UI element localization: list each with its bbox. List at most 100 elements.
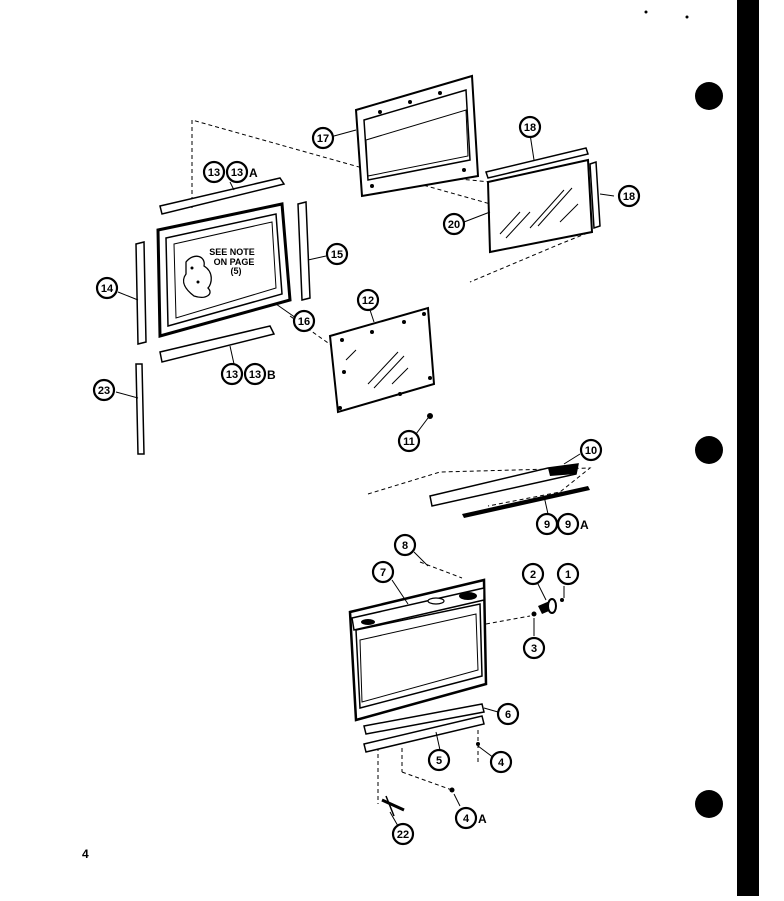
callout-4a xyxy=(454,806,478,830)
speck xyxy=(644,10,648,14)
callout-14 xyxy=(95,276,119,300)
callout-13-b-left-text: 13 xyxy=(226,369,238,381)
callout-15 xyxy=(325,242,349,266)
leader-7 xyxy=(391,579,409,605)
part-14-side-strip xyxy=(135,241,147,345)
callout-20 xyxy=(442,212,466,236)
part-11-screw xyxy=(427,413,433,419)
callout-4 xyxy=(489,750,513,774)
leader-23 xyxy=(115,391,139,399)
callout-18-side xyxy=(617,184,641,208)
callout-2 xyxy=(521,562,545,586)
leader-15 xyxy=(307,255,327,261)
callout-numbers: 17 18 18 20 13 13 15 14 16 12 13 13 23 1… xyxy=(98,122,635,841)
callout-18-side-text: 18 xyxy=(623,191,635,203)
leader-11 xyxy=(415,417,429,435)
leader-20 xyxy=(463,211,491,223)
leader-2 xyxy=(537,583,547,601)
part-3-washer xyxy=(531,611,537,617)
leader-8 xyxy=(413,551,429,567)
callout-4-text: 4 xyxy=(498,757,505,769)
alignment-lines xyxy=(191,119,592,804)
callout-5 xyxy=(427,748,451,772)
callout-9-left-text: 9 xyxy=(544,519,550,531)
part-18-side-strip xyxy=(589,160,601,230)
part-17-door-frame xyxy=(354,74,480,198)
page-number: 4 xyxy=(82,847,89,861)
callout-18-top-text: 18 xyxy=(524,122,536,134)
part-20-glass-panel xyxy=(486,158,594,254)
callout-22 xyxy=(391,822,415,846)
callout-12 xyxy=(356,288,380,312)
callout-9-right xyxy=(556,512,580,536)
speck xyxy=(685,15,689,19)
leader-14 xyxy=(117,291,139,301)
callout-11 xyxy=(397,429,421,453)
part-18-top-strip xyxy=(485,147,589,179)
callout-13-a-right xyxy=(225,160,249,184)
part-12-inner-glass xyxy=(328,306,436,414)
callout-13-a-left-text: 13 xyxy=(208,167,220,179)
callout-18-top xyxy=(518,115,542,139)
callout-8-text: 8 xyxy=(402,540,408,552)
callout-9-right-text: 9 xyxy=(565,519,571,531)
part-15-side-strip xyxy=(297,201,311,301)
callout-12-text: 12 xyxy=(362,295,374,307)
leader-18-side xyxy=(599,193,615,197)
leader-13a xyxy=(229,181,235,191)
part-1-pin xyxy=(560,598,564,602)
suffix-4a: A xyxy=(478,812,487,826)
leader-5 xyxy=(435,731,441,751)
callout-2-text: 2 xyxy=(530,569,536,581)
part-22-spring xyxy=(381,795,405,817)
callout-17 xyxy=(311,126,335,150)
suffix-9a: A xyxy=(580,518,589,532)
callouts xyxy=(92,115,641,846)
callout-13-b-right xyxy=(243,362,267,386)
callout-16-text: 16 xyxy=(298,316,310,328)
callout-14-text: 14 xyxy=(101,283,114,295)
callout-20-text: 20 xyxy=(448,219,460,231)
callout-5-text: 5 xyxy=(436,755,442,767)
callout-17-text: 17 xyxy=(317,133,329,145)
part-6-rail xyxy=(363,703,485,735)
callout-13-b-right-text: 13 xyxy=(249,369,261,381)
suffix-13a: A xyxy=(249,166,258,180)
leader-9a xyxy=(543,495,549,515)
binder-hole-top xyxy=(695,82,723,110)
callout-7-text: 7 xyxy=(380,567,386,579)
leader-4 xyxy=(477,745,495,759)
callout-23 xyxy=(92,378,116,402)
see-note-line-2: ON PAGE xyxy=(214,257,255,267)
part-10-handle xyxy=(429,463,579,507)
binder-hole-bottom xyxy=(695,790,723,818)
callout-1-text: 1 xyxy=(565,569,571,581)
see-note-line-1: SEE NOTE xyxy=(209,247,255,257)
part-16-door-panel xyxy=(156,202,292,338)
callout-11-text: 11 xyxy=(403,436,415,448)
part-23-rod xyxy=(135,363,145,455)
see-note-line-3: (5) xyxy=(231,266,242,276)
part-5-rail xyxy=(363,715,485,753)
callout-22-text: 22 xyxy=(397,829,409,841)
callout-10-text: 10 xyxy=(585,445,597,457)
part-9-bar xyxy=(462,486,590,518)
callout-8 xyxy=(393,533,417,557)
leader-13b xyxy=(229,345,235,365)
leader-10 xyxy=(563,453,581,465)
callout-13-a-left xyxy=(202,160,226,184)
callout-6 xyxy=(496,702,520,726)
callout-10 xyxy=(579,438,603,462)
callout-3 xyxy=(522,636,546,660)
callout-23-text: 23 xyxy=(98,385,110,397)
callout-16 xyxy=(292,309,316,333)
leader-22 xyxy=(389,811,399,827)
leader-4a xyxy=(453,793,461,807)
callout-4a-text: 4 xyxy=(463,813,470,825)
callout-3-text: 3 xyxy=(531,643,537,655)
leader-6 xyxy=(483,707,499,713)
leader-16 xyxy=(275,303,297,319)
part-13-bottom-trim xyxy=(159,325,276,363)
leader-18-top xyxy=(529,133,535,161)
